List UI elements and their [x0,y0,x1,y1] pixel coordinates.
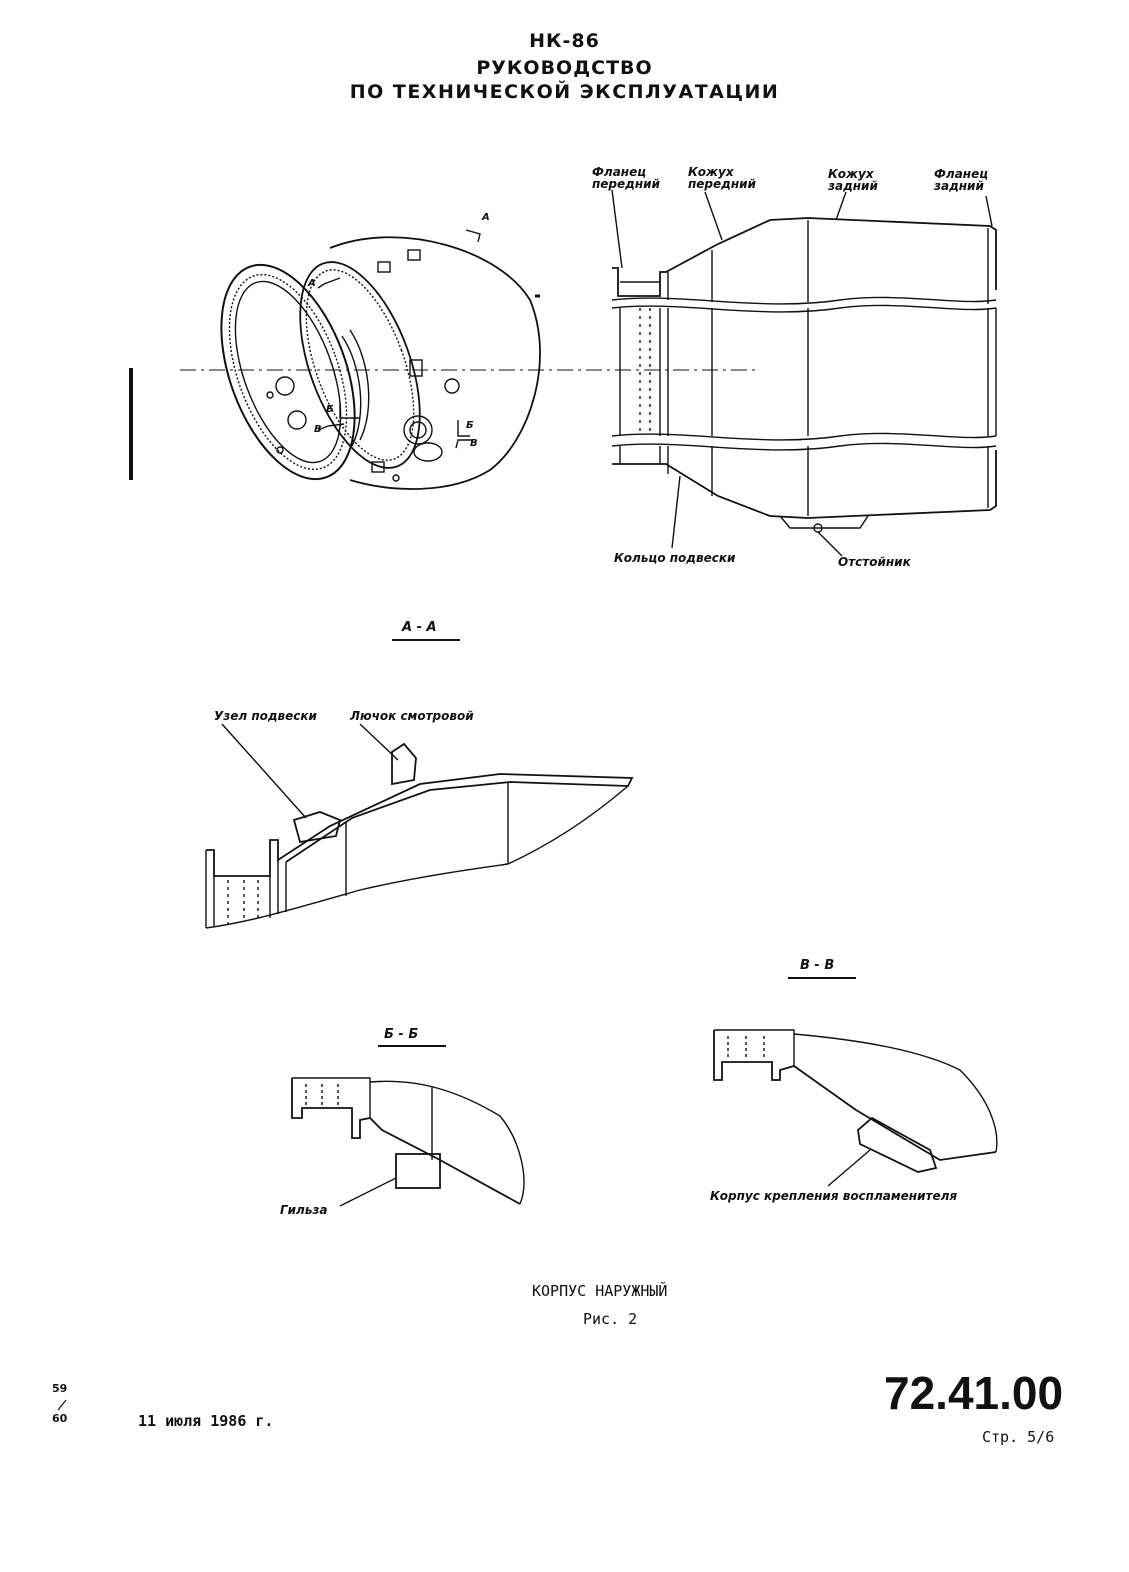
isometric-casing-view [220,229,541,490]
label-igniter-mount: Корпус крепления воспламенителя [710,1189,958,1203]
section-bb-drawing [291,1077,525,1207]
page-number-bottom: 60 [52,1412,68,1425]
doc-subtitle: РУКОВОДСТВО [476,57,653,79]
label-suspension-unit: Узел подвески [214,709,317,723]
section-title-aa: А - А [402,620,437,635]
figure-number: Рис. 2 [583,1310,638,1328]
marker-a-1: А [482,212,490,223]
section-aa-drawing [205,723,634,929]
label-inspection-hatch: Лючок смотровой [350,709,474,723]
page-number-top: 59 [52,1382,68,1395]
marker-v-2: В [470,438,478,449]
longitudinal-section-view [611,189,997,557]
section-title-vv: В - В [800,958,835,973]
marker-v-1: В [314,424,322,435]
marker-b-1: Б [326,404,334,415]
label-suspension-ring: Кольцо подвески [614,551,736,565]
doc-subtitle-2: ПО ТЕХНИЧЕСКОЙ ЭКСПЛУАТАЦИИ [349,81,780,103]
section-title-bb: Б - Б [384,1027,419,1042]
section-vv-drawing [713,1029,998,1187]
marker-a-2: А [308,278,316,289]
document-date: 11 июля 1986 г. [138,1412,274,1430]
chapter-code: 72.41.00 [884,1367,1064,1419]
label-sump: Отстойник [838,555,911,569]
label-sleeve: Гильза [280,1203,328,1217]
page-indicator: Стр. 5/6 [982,1428,1055,1446]
figure-caption: КОРПУС НАРУЖНЫЙ [532,1282,668,1300]
doc-title: НК-86 [529,30,600,52]
marker-b-2: Б [466,420,474,431]
